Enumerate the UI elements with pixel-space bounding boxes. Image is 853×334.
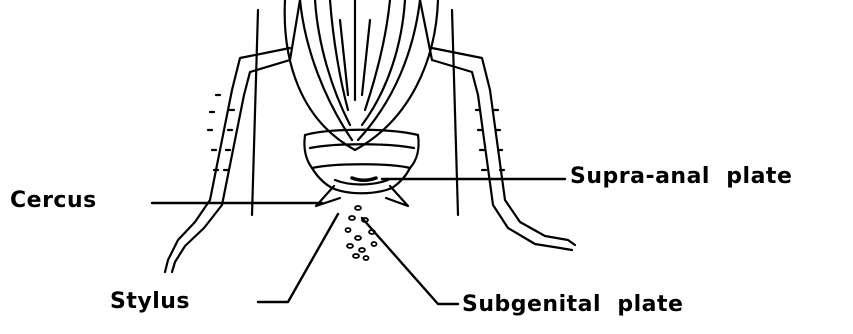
supra-anal-plate [335, 178, 388, 185]
supra-anal-plate-label: Supra-anal plate [570, 166, 792, 188]
stylus-label: Stylus [110, 291, 190, 313]
left-leg [165, 48, 290, 272]
subgenital-region [346, 206, 377, 260]
stylus-leader [258, 214, 338, 302]
subgenital-plate-label: Subgenital plate [462, 294, 683, 316]
cercus-label: Cercus [10, 190, 97, 212]
wings [285, 0, 438, 150]
cerci [316, 186, 408, 206]
subgenital-leader [362, 218, 458, 304]
leader-lines [152, 179, 565, 304]
